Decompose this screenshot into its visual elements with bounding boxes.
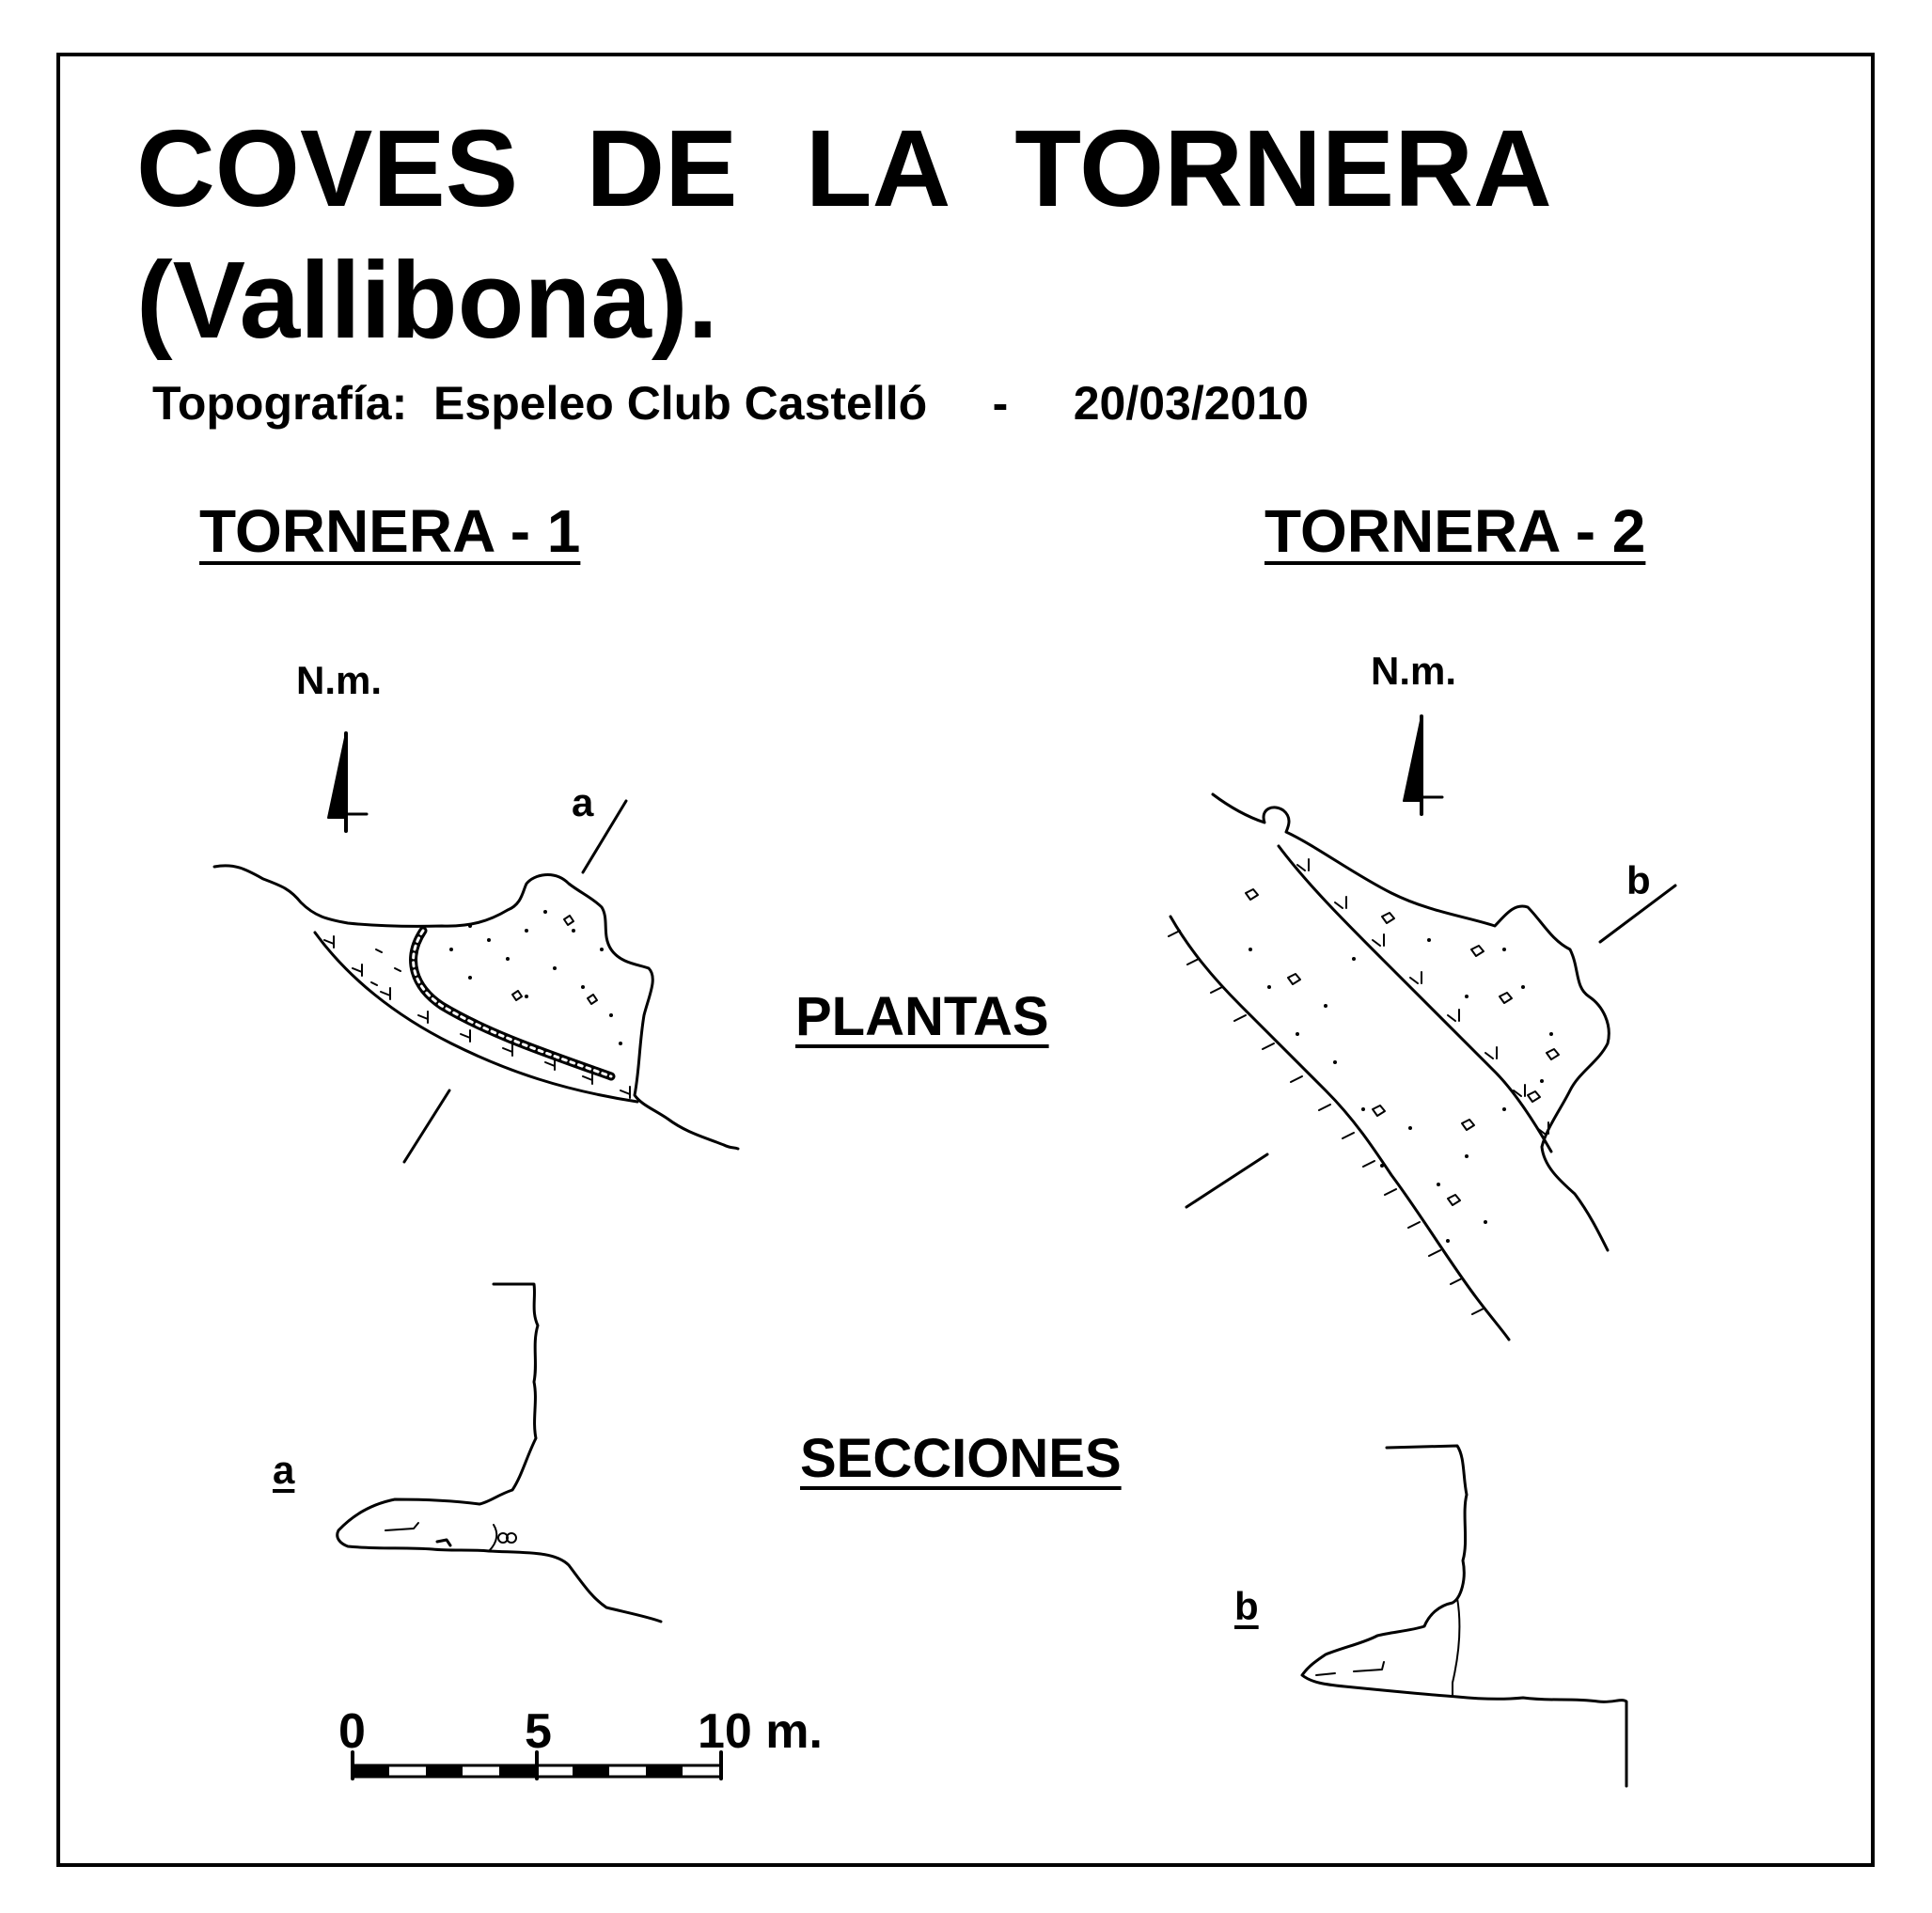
cave-1-section-a: [336, 1282, 663, 1623]
scale-label-10: 10 m.: [698, 1704, 823, 1759]
survey-credit: Topografía: Espeleo Club Castelló - 20/0…: [152, 377, 1309, 430]
north-label-1: N.m.: [296, 658, 383, 702]
scale-label-0: 0: [338, 1704, 366, 1759]
cave-1-plan: [212, 799, 740, 1164]
map-title: COVES DE LA TORNERA: [136, 107, 1552, 229]
cave-2-heading: TORNERA - 2: [1264, 497, 1646, 565]
north-arrow-icon-2: [1403, 714, 1444, 816]
map-title-location: (Vallibona).: [136, 239, 718, 361]
section-label-a: a: [273, 1448, 295, 1492]
cave-1-heading: TORNERA - 1: [199, 497, 581, 565]
cut-label-a-plan: a: [572, 780, 594, 824]
map-frame: [56, 53, 1875, 1867]
cave-2-section-b: [1300, 1444, 1628, 1788]
cave-2-plan: [1168, 792, 1677, 1341]
cut-label-b-plan: b: [1626, 858, 1651, 902]
section-label-b: b: [1234, 1584, 1259, 1628]
north-arrow-icon-1: [327, 731, 369, 833]
north-label-2: N.m.: [1371, 649, 1457, 693]
scale-bar: [351, 1750, 723, 1780]
sections-heading: SECCIONES: [800, 1428, 1122, 1489]
plans-heading: PLANTAS: [795, 986, 1049, 1047]
scale-label-5: 5: [525, 1704, 552, 1759]
